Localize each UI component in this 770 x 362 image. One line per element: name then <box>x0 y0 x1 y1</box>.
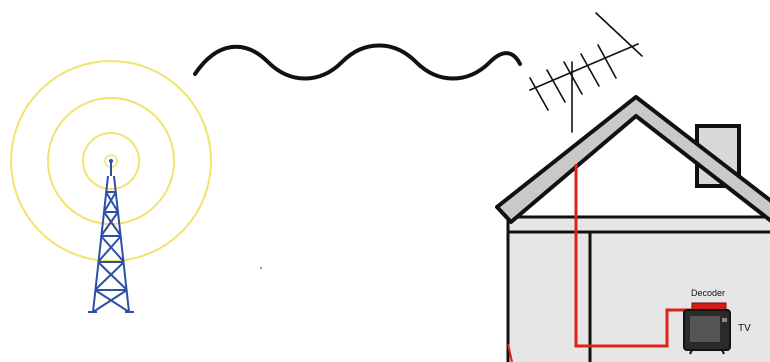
tv-label: TV <box>738 323 751 334</box>
transmission-tower-icon <box>88 159 134 312</box>
decoder-label: Decoder <box>691 288 725 298</box>
stray-dot <box>260 267 262 269</box>
radio-wave <box>195 46 520 79</box>
broadcast-tower-group <box>11 61 211 312</box>
tv-icon <box>684 310 730 354</box>
